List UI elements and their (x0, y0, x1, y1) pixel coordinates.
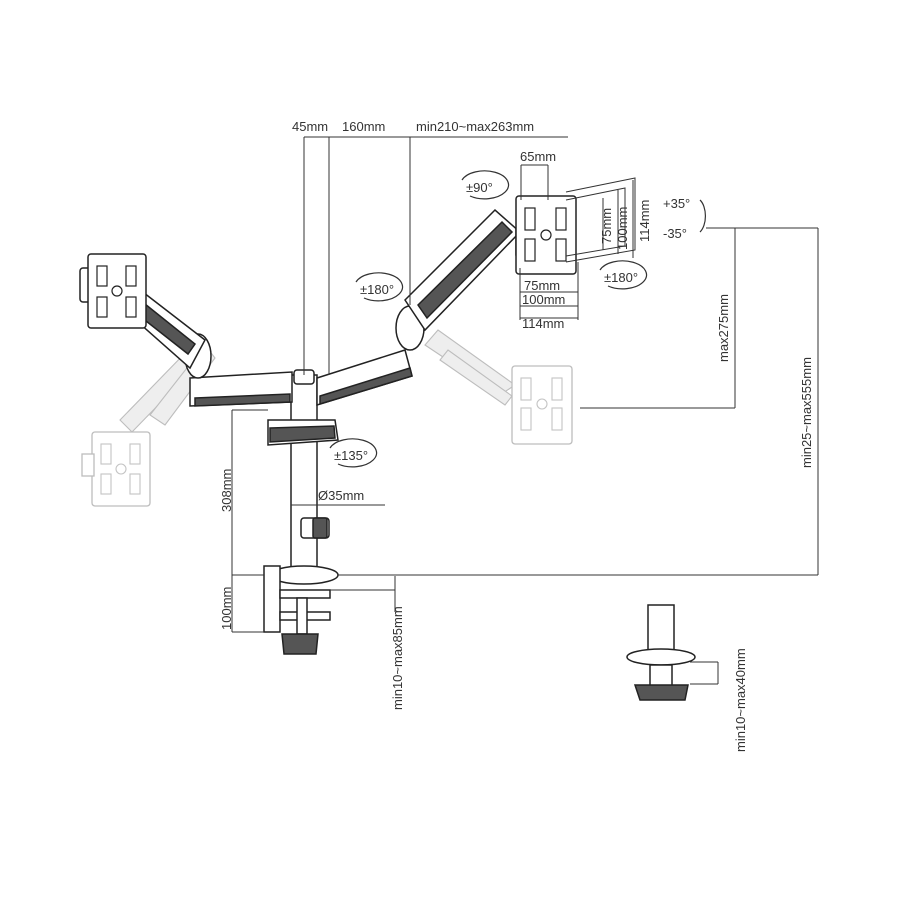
label-vesa-100-vertical: 100mm (615, 207, 630, 250)
rotation-indicators (329, 170, 707, 468)
grommet-mount (626, 604, 696, 701)
label-vesa-100-horizontal: 100mm (522, 292, 565, 307)
label-grommet-range: min10~max40mm (733, 648, 748, 752)
label-45mm: 45mm (292, 119, 328, 134)
label-base-rotation: ±135° (334, 448, 368, 463)
label-vesa-114-vertical: 114mm (637, 200, 652, 242)
vesa-pattern-outline (565, 177, 636, 263)
ghost-right-arm (424, 329, 516, 396)
label-swivel-right: ±180° (604, 270, 638, 285)
label-100mm: 100mm (219, 587, 234, 630)
label-tilt-up: +35° (663, 196, 690, 211)
label-308mm: 308mm (219, 469, 234, 512)
left-vesa-plate (87, 253, 147, 329)
label-arm-range: min210~max263mm (416, 119, 534, 134)
pole (290, 374, 318, 576)
label-diameter: Ø35mm (318, 488, 364, 503)
label-height-range: min25~max555mm (799, 357, 814, 468)
dimension-labels: 45mm 160mm min210~max263mm 65mm 75mm 100… (219, 119, 814, 752)
label-vesa-114-horizontal: 114mm (522, 316, 564, 331)
label-max275: max275mm (716, 294, 731, 362)
tilt-rotate-icon (461, 170, 510, 200)
ghost-left-vesa-plate (81, 431, 151, 507)
ghost-right-vesa-plate (511, 365, 573, 445)
label-vesa-75-horizontal: 75mm (524, 278, 560, 293)
swivel-right-rotate-icon (599, 260, 648, 290)
label-swivel-left: ±180° (360, 282, 394, 297)
label-65mm: 65mm (520, 149, 556, 164)
tilt-updown-icon (699, 199, 707, 233)
right-vesa-plate (515, 195, 577, 275)
label-vesa-75-vertical: 75mm (599, 208, 614, 244)
base-rotate-icon (329, 438, 378, 468)
label-tilt-down: -35° (663, 226, 687, 241)
dimension-lines (231, 136, 819, 685)
main-assembly (79, 177, 696, 701)
ghost-positions (81, 329, 573, 507)
label-clamp-range: min10~max85mm (390, 606, 405, 710)
label-160mm: 160mm (342, 119, 385, 134)
label-tilt: ±90° (466, 180, 493, 195)
rotation-labels: ±90° ±180° ±180° ±135° +35° -35° (334, 180, 690, 463)
desk-clamp (263, 565, 339, 655)
swivel-left-rotate-icon (355, 272, 404, 302)
